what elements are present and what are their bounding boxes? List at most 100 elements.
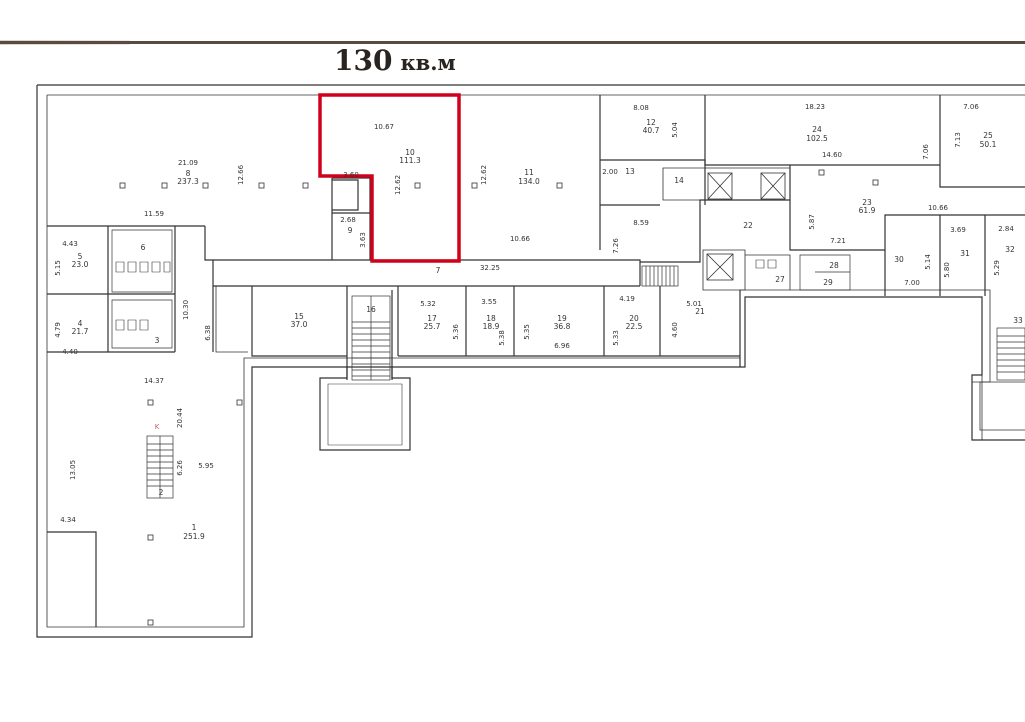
room-20-area: 22.5 [626, 322, 643, 331]
room-30-num: 30 [894, 255, 904, 264]
dim-25-side: 7.13 [954, 132, 962, 148]
area-headline: 130 кв.м [334, 44, 456, 77]
dim-12-side: 5.04 [671, 122, 679, 138]
dim-20-side: 5.33 [612, 330, 620, 346]
room-17-num: 17 [427, 314, 437, 323]
dim-12-top: 8.08 [633, 104, 649, 112]
dim-434: 4.34 [60, 516, 76, 524]
dim-7-len: 32.25 [480, 264, 500, 272]
room-5-area: 23.0 [72, 260, 89, 269]
room-25-num: 25 [983, 131, 993, 140]
dim-5-side: 5.15 [54, 260, 62, 276]
dim-30-side: 5.14 [924, 254, 932, 270]
room-19-num: 19 [557, 314, 567, 323]
room-29-num: 29 [823, 278, 833, 287]
dim-24-top: 18.23 [805, 103, 825, 111]
dim-10-side: 12.62 [394, 175, 402, 195]
dim-5-top: 4.43 [62, 240, 78, 248]
dim-1030: 10.30 [182, 300, 190, 320]
dim-10-top: 10.67 [374, 123, 394, 131]
dim-726: 7.26 [612, 238, 620, 254]
dim-8-bottom: 11.59 [144, 210, 164, 218]
room-15-num: 15 [294, 312, 304, 321]
room-10-area: 111.3 [399, 156, 421, 165]
room-25-area: 50.1 [980, 140, 997, 149]
room-21-num: 21 [695, 307, 705, 316]
room-8-dim: 21.09 [178, 159, 198, 167]
room-4-num: 4 [78, 319, 83, 328]
room-2-num: 2 [159, 488, 164, 497]
dim-21-top: 5.01 [686, 300, 702, 308]
room-19-area: 36.8 [554, 322, 571, 331]
room-24-area: 102.5 [806, 134, 828, 143]
room-15-area: 37.0 [291, 320, 308, 329]
room-11-area: 134.0 [518, 177, 540, 186]
dim-31-side: 5.80 [943, 262, 951, 278]
dim-9-h: 3.63 [359, 232, 367, 248]
dim-17-side: 5.36 [452, 324, 460, 340]
room-10-num: 10 [405, 148, 415, 157]
room-18-area: 18.9 [483, 322, 500, 331]
dim-13: 2.00 [602, 168, 618, 176]
room-23-area: 61.9 [859, 206, 876, 215]
room-12-area: 40.7 [643, 126, 660, 135]
room-7-num: 7 [436, 266, 441, 275]
dim-23-side: 5.87 [808, 214, 816, 230]
dim-30-bottom: 7.00 [904, 279, 920, 287]
dim-2044: 20.44 [176, 407, 184, 428]
dim-19-side: 5.35 [523, 324, 531, 340]
dim-595: 5.95 [198, 462, 214, 470]
room-8-area: 237.3 [177, 177, 199, 186]
room-1-area: 251.9 [183, 532, 205, 541]
room-13-num: 13 [625, 167, 635, 176]
room-20-num: 20 [629, 314, 639, 323]
dim-24-bottom: 14.60 [822, 151, 842, 159]
room-14-num: 14 [674, 176, 684, 185]
dim-11-side: 12.62 [480, 165, 488, 185]
room-12-num: 12 [646, 118, 656, 127]
room-17-area: 25.7 [424, 322, 441, 331]
dim-17-top: 5.32 [420, 300, 436, 308]
room-8-num: 8 [186, 169, 191, 178]
stairs [146, 265, 1025, 499]
dim-284: 2.84 [998, 225, 1014, 233]
dim-8-side: 12.66 [237, 164, 245, 185]
room-16-num: 16 [366, 305, 376, 314]
header-rule [0, 41, 1025, 44]
dim-25-top: 7.06 [963, 103, 979, 111]
dim-638: 6.38 [204, 325, 212, 341]
highlighted-unit-outline [318, 93, 461, 263]
room-9-num: 9 [348, 226, 353, 235]
dim-20-top: 4.19 [619, 295, 635, 303]
room-18-num: 18 [486, 314, 496, 323]
column-markers [119, 169, 879, 626]
room-11-num: 11 [524, 168, 534, 177]
room-24-num: 24 [812, 125, 822, 134]
dim-18-side: 5.38 [498, 330, 506, 346]
dim-10-small: 3.60 [343, 171, 359, 179]
room-28-num: 28 [829, 261, 839, 270]
area-unit: кв.м [400, 50, 456, 75]
dim-9-w: 2.68 [340, 216, 356, 224]
dim-19-bottom: 6.96 [554, 342, 570, 350]
room-27-num: 27 [775, 275, 785, 284]
dim-24-side: 7.06 [922, 144, 930, 160]
dim-626: 6.26 [176, 460, 184, 476]
dim-859: 8.59 [633, 219, 649, 227]
dim-1-top: 14.37 [144, 377, 164, 385]
toilet-fixtures [115, 259, 777, 331]
dim-21-side: 4.60 [671, 322, 679, 338]
dim-32-side: 5.29 [993, 260, 1001, 276]
dim-4-bottom: 4.40 [62, 348, 78, 356]
area-value: 130 [334, 44, 393, 77]
room-22-num: 22 [743, 221, 753, 230]
room-4-area: 21.7 [72, 327, 89, 336]
plan-labels: 10.67 10 111.3 12.62 3.60 2.68 9 3.63 21… [54, 103, 1023, 541]
mark-k: K [155, 423, 160, 431]
room-5-num: 5 [78, 252, 83, 261]
room-31-num: 31 [960, 249, 970, 258]
room-6-num: 6 [141, 243, 146, 252]
dim-1305: 13.05 [69, 460, 77, 480]
dim-18-top: 3.55 [481, 298, 497, 306]
